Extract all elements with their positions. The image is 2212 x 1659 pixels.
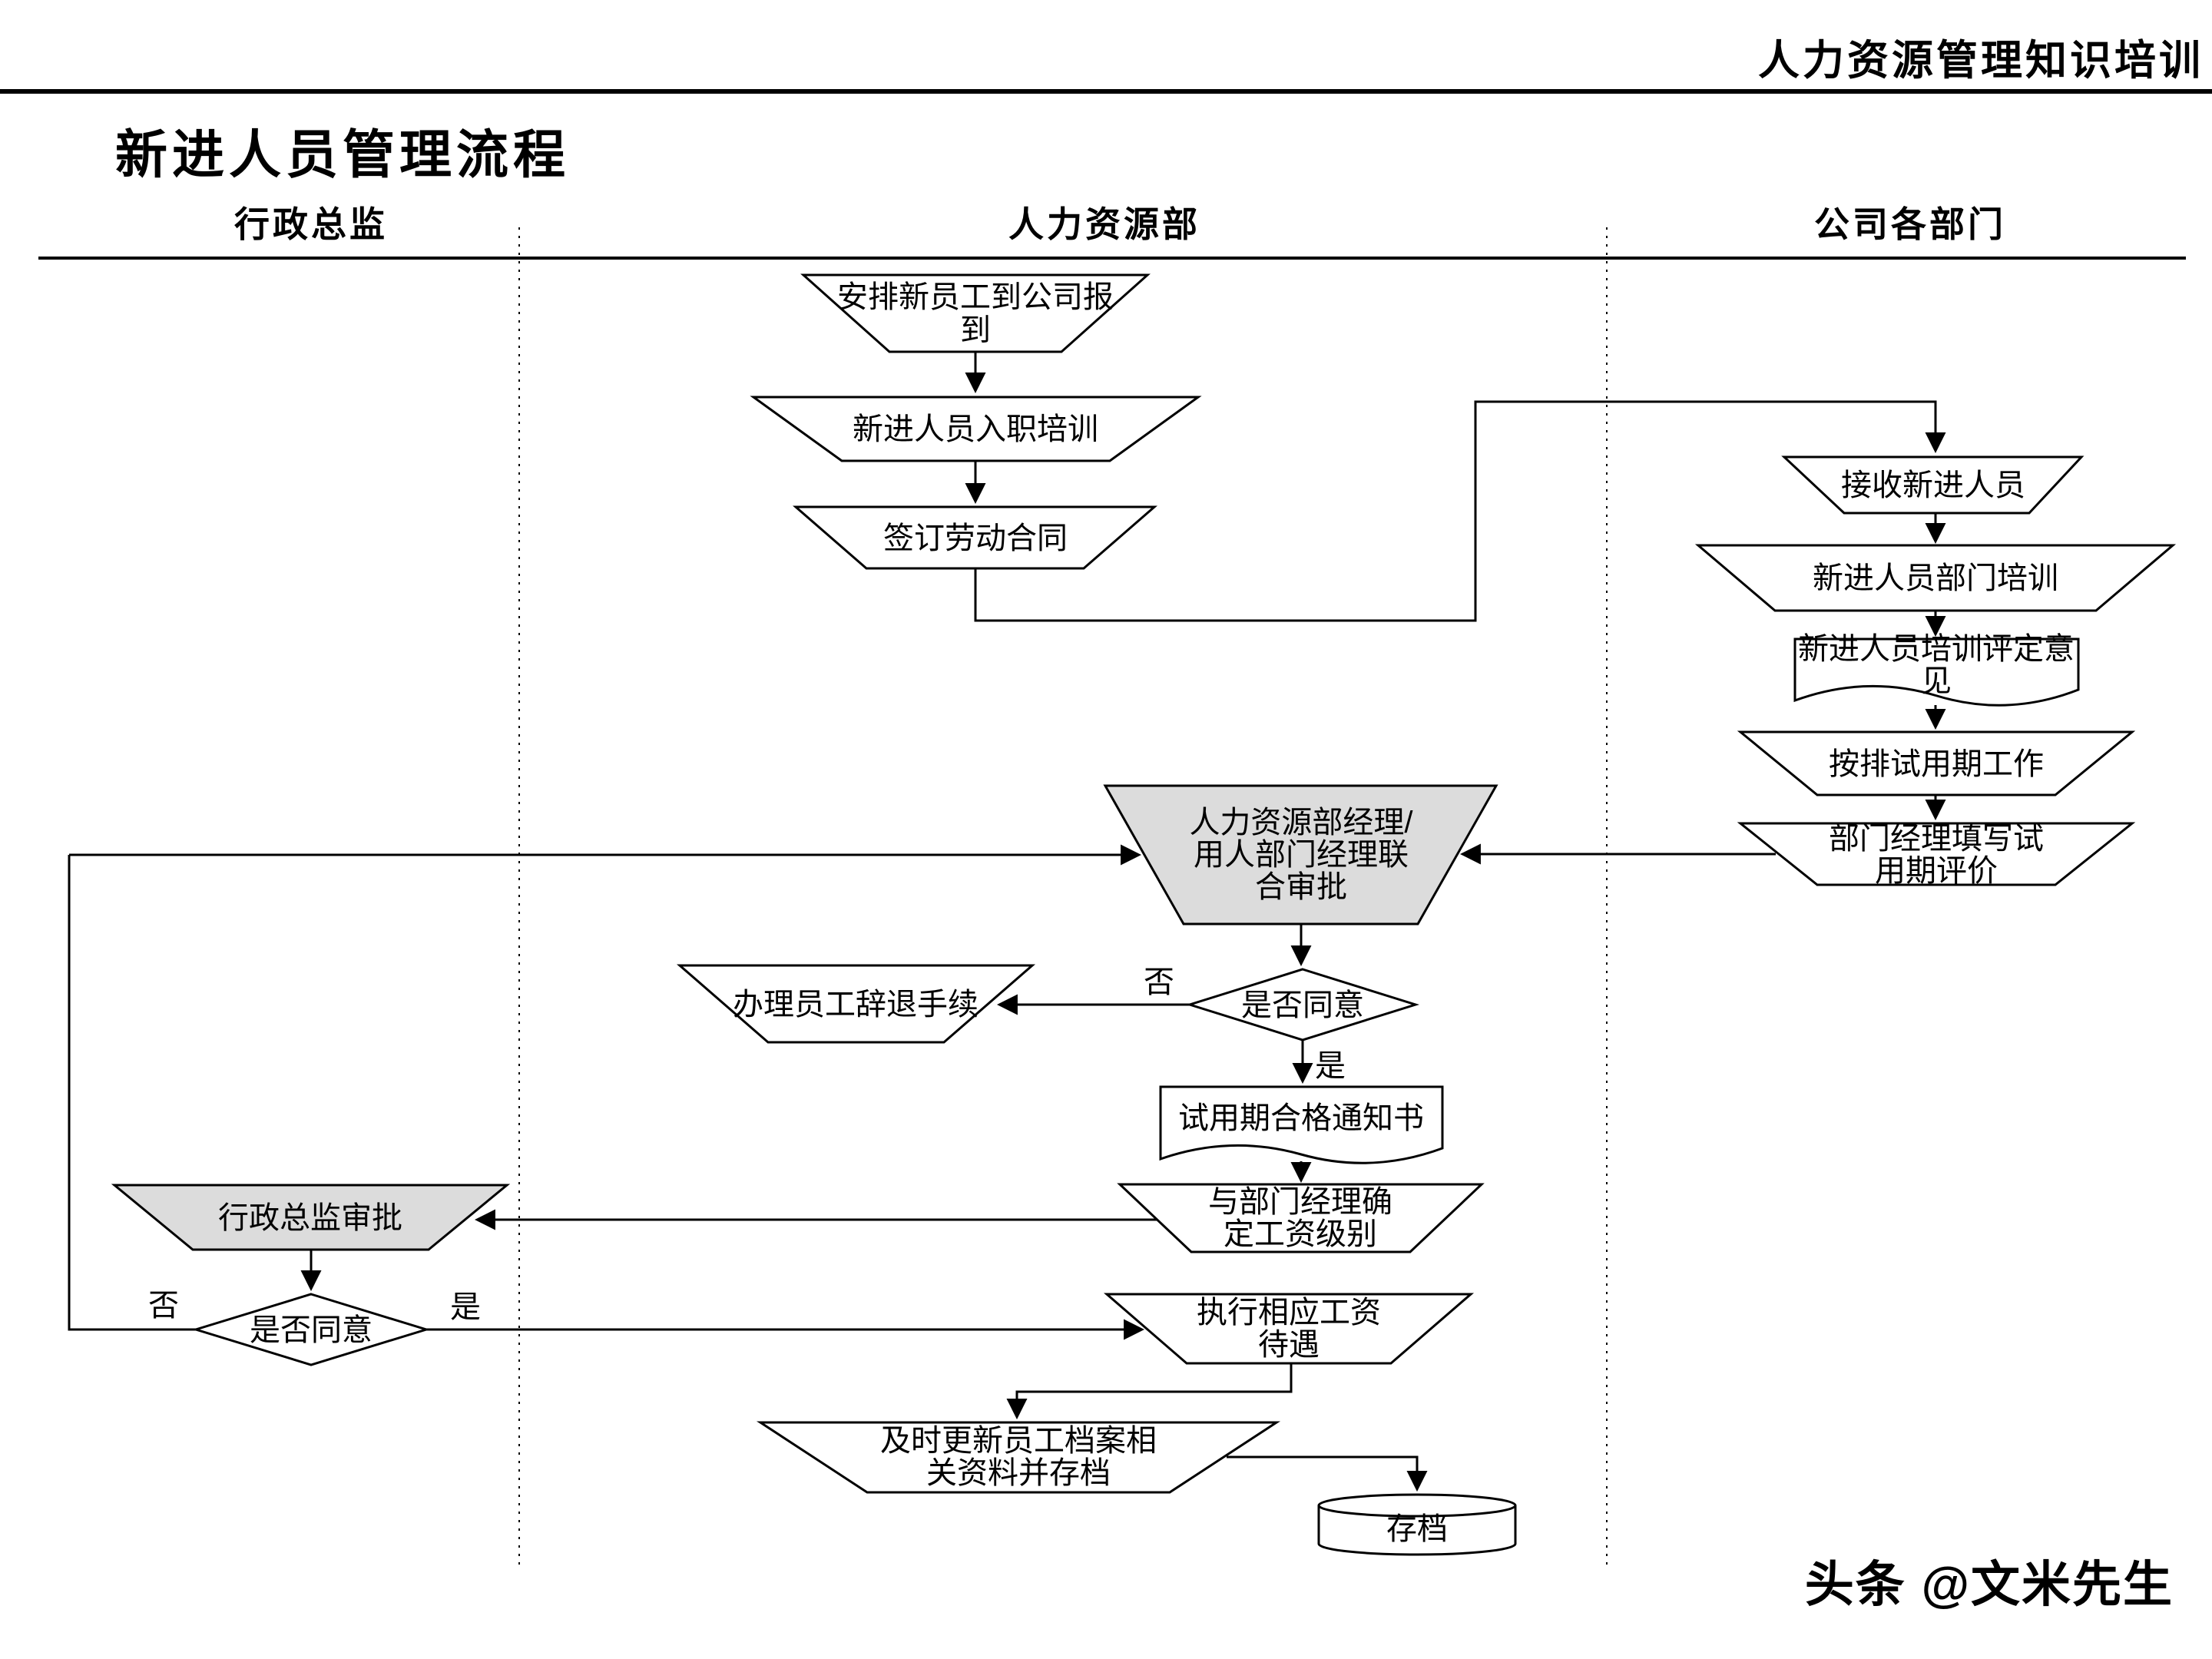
lane-header-rule [38,257,2186,260]
node-dismiss [676,964,1036,1044]
node-probation-eval-label-1: 部门经理填写试 [1829,822,2044,856]
node-training-opinion-label-2: 见 [1921,664,1952,698]
node-probation-eval [1737,822,2136,886]
edge-label-joint-yes: 是 [1315,1049,1346,1083]
node-archive-cylinder-top [1317,1493,1517,1518]
lane-header-hr-department: 人力资源部 [1008,204,1200,244]
connector-update-to-archive [1227,1455,1428,1492]
node-receive-new [1781,455,2085,515]
node-execute-salary [1103,1293,1475,1365]
node-joint-approval-label-3: 合审批 [1255,870,1347,904]
node-dept-training-label: 新进人员部门培训 [1813,561,2058,595]
edge-label-joint-no: 否 [1144,965,1174,999]
node-execute-salary-label-1: 执行相应工资 [1197,1296,1381,1330]
watermark: 头条 @文米先生 [1805,1557,2174,1612]
node-arrange-report-label-1: 安排新员工到公司报 [837,280,1114,314]
node-update-archive-label-1: 及时更新员工档案相 [880,1424,1157,1458]
node-arrange-report-label-2: 到 [960,313,991,347]
node-salary-level-label-2: 定工资级别 [1224,1217,1377,1251]
page-title: 新进人员管理流程 [115,126,570,184]
node-salary-level-label-1: 与部门经理确 [1208,1185,1392,1219]
node-archive-cylinder-body [1317,1505,1517,1556]
edge-label-admin-no: 否 [148,1289,179,1323]
connector-admin-no-feedback [68,855,196,1331]
node-decision-admin-label: 是否同意 [250,1313,373,1347]
node-probation-eval-label-2: 用期评价 [1875,854,1998,888]
node-decision-admin [191,1293,431,1366]
node-joint-approval-label-1: 人力资源部经理/ [1189,806,1413,839]
lane-header-admin-director: 行政总监 [234,204,388,244]
node-dept-training [1694,544,2177,612]
node-induction-training [750,396,1202,462]
node-update-archive [756,1421,1281,1494]
node-probation-work [1737,730,2136,796]
node-update-archive-label-2: 关资料并存档 [926,1456,1111,1490]
header-rule [0,89,2212,94]
node-joint-approval [1103,784,1498,926]
node-training-opinion-label-1: 新进人员培训评定意 [1798,632,2075,666]
node-induction-training-label: 新进人员入职培训 [853,412,1098,446]
document-header: 人力资源管理知识培训 [1758,38,2204,84]
node-probation-work-label: 按排试用期工作 [1829,747,2044,781]
node-sign-contract-label: 签订劳动合同 [883,522,1068,555]
node-joint-approval-label-2: 用人部门经理联 [1194,838,1409,872]
edge-label-admin-yes: 是 [450,1290,481,1324]
node-admin-approval-label: 行政总监审批 [218,1201,402,1235]
node-training-opinion-document [1793,637,2080,707]
node-admin-approval [111,1184,511,1251]
node-dismiss-label: 办理员工辞退手续 [733,988,979,1022]
connector-contract-to-receive [974,400,1946,622]
node-salary-level [1117,1183,1485,1253]
node-pass-notice-document [1159,1085,1444,1164]
node-decision-joint-label: 是否同意 [1241,988,1364,1022]
node-execute-salary-label-2: 待遇 [1258,1328,1320,1362]
node-arrange-report [800,273,1151,353]
node-sign-contract [792,505,1158,570]
connector-execute-to-update-archive [1006,1363,1293,1420]
node-receive-new-label: 接收新进人员 [1841,469,2025,502]
lane-header-company-departments: 公司各部门 [1814,204,2006,244]
node-archive-label: 存档 [1386,1512,1448,1546]
node-pass-notice-label: 试用期合格通知书 [1178,1101,1424,1135]
